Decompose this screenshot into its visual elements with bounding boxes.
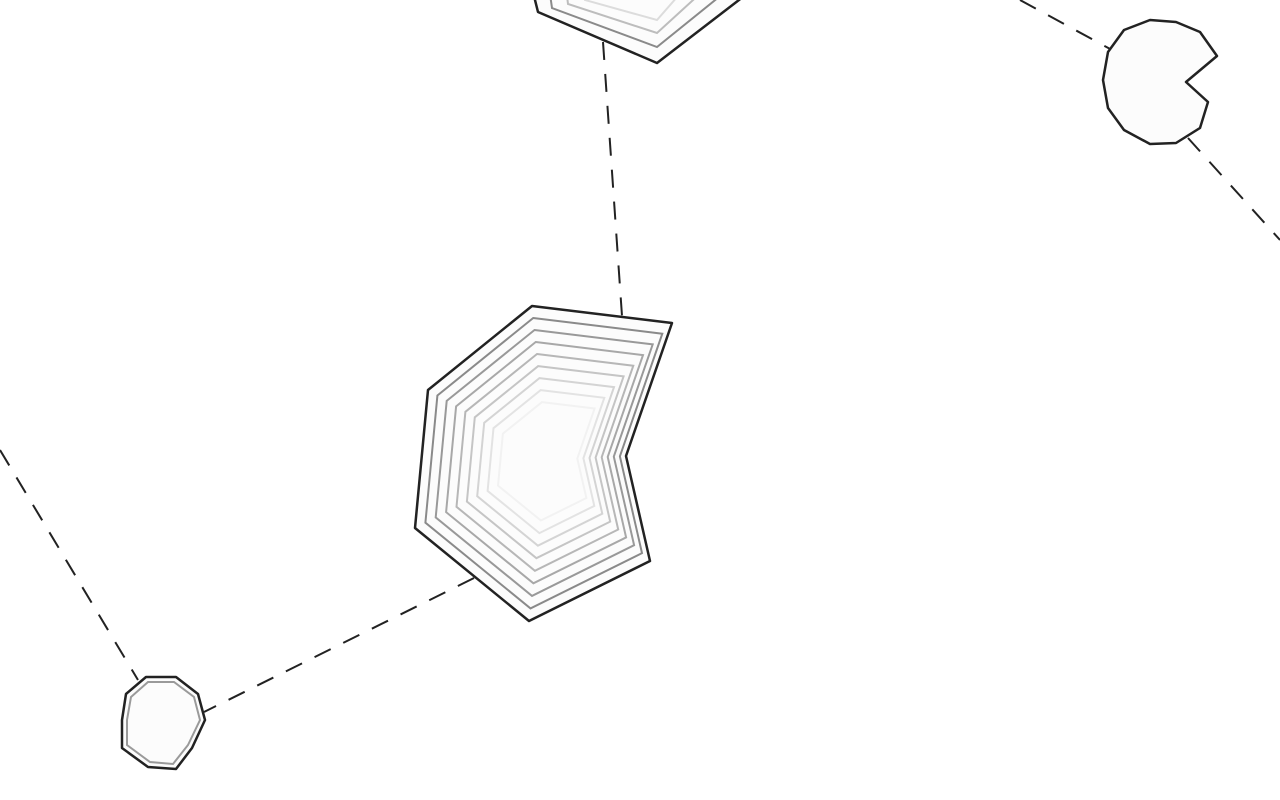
link-top-right-to-offscreen-right [1187,137,1280,241]
cell-large-center[interactable] [413,304,674,623]
cell-large-center-ring [455,352,635,572]
cell-large-center-ring [445,340,645,585]
cell-top-center[interactable] [530,0,765,65]
link-top-center-to-large-center [602,41,623,317]
cell-bottom-left-ring [126,681,202,766]
cell-large-center-body[interactable] [413,304,674,623]
cell-top-center-body[interactable] [530,0,765,65]
cell-large-center-ring [424,316,664,610]
cell-large-center-ring [486,389,606,535]
cell-bottom-left-body[interactable] [120,675,207,771]
link-bottom-left-to-offscreen-left [0,449,139,681]
cell-top-center-ring [566,0,695,35]
cell-large-center-ring [496,401,596,522]
cell-large-center-ring [465,365,625,560]
link-offscreen-top-to-top-right [1019,0,1113,51]
cell-top-right[interactable] [1101,18,1219,146]
cell-top-right-body[interactable] [1101,18,1219,146]
cell-top-center-ring [583,0,676,22]
cell-bottom-left[interactable] [120,675,207,771]
cell-top-center-ring [549,0,717,49]
cell-large-center-ring [476,377,616,547]
cell-large-center-level-rings [424,316,664,610]
links-layer [0,0,1280,713]
cell-large-center-ring [434,328,655,598]
link-large-center-to-bottom-left [203,577,475,713]
